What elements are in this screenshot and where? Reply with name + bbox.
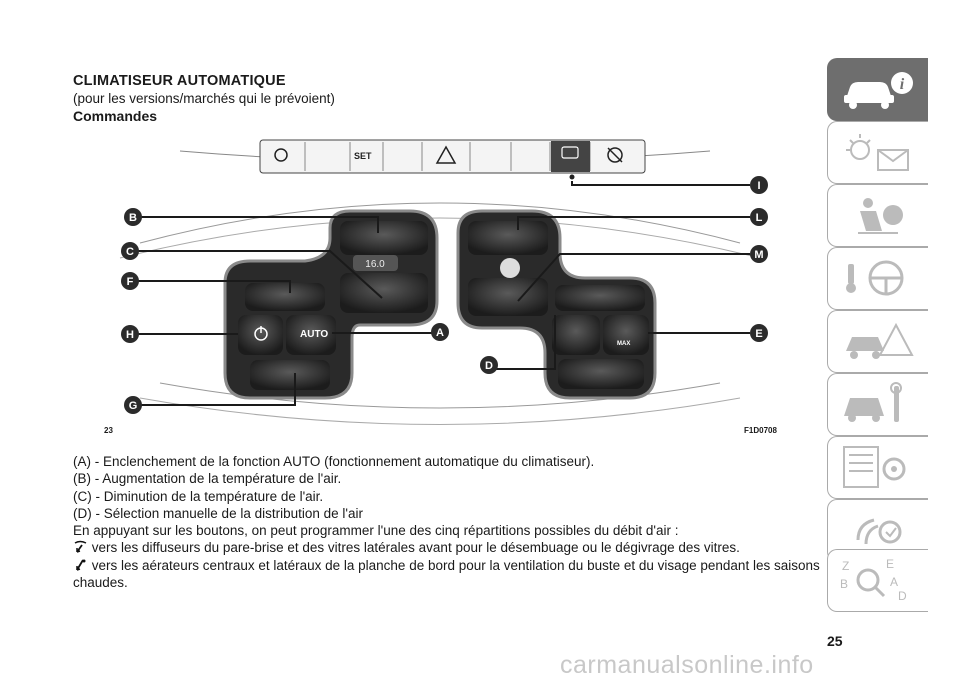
- temperature-down-button[interactable]: [340, 273, 428, 313]
- svg-text:B: B: [129, 212, 137, 224]
- svg-text:L: L: [756, 212, 763, 224]
- legend-windscreen: vers les diffuseurs du pare-brise et des…: [73, 539, 813, 556]
- warning-lights-icon: [846, 134, 909, 171]
- auto-label: AUTO: [300, 329, 328, 340]
- svg-text:i: i: [900, 76, 905, 93]
- page-number: 25: [827, 633, 843, 649]
- steering-wheel-icon: [846, 260, 904, 296]
- svg-text:D: D: [898, 589, 907, 603]
- svg-text:F: F: [127, 276, 134, 288]
- svg-text:B: B: [840, 577, 848, 591]
- power-off-button[interactable]: [238, 315, 283, 355]
- svg-text:A: A: [890, 575, 898, 589]
- svg-text:E: E: [755, 328, 762, 340]
- svg-text:D: D: [485, 360, 493, 372]
- svg-text:M: M: [754, 249, 763, 261]
- page-title: CLIMATISEUR AUTOMATIQUE: [73, 73, 286, 89]
- legend-item-b: (B) - Augmentation de la température de …: [73, 471, 342, 487]
- face-distribution-button[interactable]: [552, 315, 600, 355]
- svg-text:G: G: [129, 400, 138, 412]
- feet-distribution-button[interactable]: [558, 359, 644, 389]
- tab-maintenance[interactable]: [827, 373, 928, 436]
- figure-number: 23: [104, 426, 113, 435]
- legend-intro: En appuyant sur les boutons, on peut pro…: [73, 523, 679, 539]
- max-label: MAX: [617, 341, 630, 347]
- svg-text:Z: Z: [842, 559, 849, 573]
- emergency-icon: [846, 322, 914, 359]
- legend-windscreen-text: vers les diffuseurs du pare-brise et des…: [91, 540, 740, 556]
- fan-speed-up-button[interactable]: [468, 221, 548, 255]
- callout-m: M: [750, 245, 768, 263]
- safety-airbag-icon: [858, 198, 903, 234]
- callout-a: A: [431, 323, 449, 341]
- svg-text:A: A: [436, 327, 444, 339]
- hazard-icon: [435, 145, 457, 164]
- recirculation-button[interactable]: [245, 283, 325, 311]
- watermark: carmanualsonline.info: [560, 651, 814, 679]
- legend-text: (A) - Enclenchement de la fonction AUTO …: [73, 453, 820, 591]
- city-icon: [274, 148, 288, 162]
- callout-d: D: [480, 356, 498, 374]
- auto-button[interactable]: [286, 315, 336, 355]
- section-heading: Commandes: [73, 108, 158, 124]
- callout-f: F: [121, 272, 139, 290]
- face-airflow-icon: [76, 559, 86, 571]
- tab-safety[interactable]: [827, 184, 928, 247]
- tab-starting-driving[interactable]: [827, 247, 928, 310]
- svg-text:E: E: [886, 557, 894, 571]
- callout-g: G: [124, 396, 142, 414]
- car-info-icon: i: [844, 72, 913, 109]
- svg-text:I: I: [757, 180, 760, 192]
- climate-control-figure: SET 16.0 AUTO MAX B C F H G A D: [119, 139, 768, 425]
- windscreen-distribution-button[interactable]: [555, 285, 645, 311]
- temperature-display: [353, 255, 398, 271]
- callout-l: L: [750, 208, 768, 226]
- callout-e: E: [750, 324, 768, 342]
- temperature-display-value: 16.0: [365, 259, 385, 270]
- callout-c: C: [121, 242, 139, 260]
- max-defrost-button[interactable]: [603, 315, 649, 355]
- legend-item-c: (C) - Diminution de la température de l'…: [73, 488, 324, 504]
- tab-warning-lights[interactable]: [827, 121, 928, 184]
- technical-data-icon: [843, 446, 906, 488]
- rear-defrost-button[interactable]: [551, 141, 590, 172]
- switch-bar: [259, 139, 646, 174]
- legend-item-a: (A) - Enclenchement de la fonction AUTO …: [73, 454, 595, 469]
- maintenance-icon: [844, 382, 902, 422]
- temperature-up-button[interactable]: [340, 221, 428, 255]
- callout-h: H: [121, 325, 139, 343]
- legend-item-d: (D) - Sélection manuelle de la distribut…: [73, 505, 363, 521]
- legend-face-continued: chaudes.: [73, 575, 128, 591]
- cruise-set-icon: SET: [354, 151, 372, 161]
- tab-car-info[interactable]: i: [827, 58, 928, 121]
- figure-code: F1D0708: [744, 426, 777, 435]
- start-stop-icon: [607, 147, 623, 163]
- callout-i: I: [750, 176, 768, 194]
- fan-speed-down-button[interactable]: [468, 278, 548, 316]
- air-inlet-button[interactable]: [250, 360, 330, 390]
- callout-b: B: [124, 208, 142, 226]
- index-icon: Z E B AD: [840, 557, 907, 603]
- legend-face-text: vers les aérateurs centraux et latéraux …: [91, 557, 820, 573]
- tab-emergency[interactable]: [827, 310, 928, 373]
- windscreen-airflow-icon: [74, 541, 87, 554]
- fan-icon: [500, 258, 520, 278]
- legend-face: vers les aérateurs centraux et latéraux …: [73, 557, 820, 574]
- svg-text:H: H: [126, 329, 134, 341]
- page-subtitle: (pour les versions/marchés qui le prévoi…: [73, 91, 335, 106]
- multimedia-icon: [856, 518, 902, 545]
- svg-text:C: C: [126, 246, 134, 258]
- tab-technical-data[interactable]: [827, 436, 928, 499]
